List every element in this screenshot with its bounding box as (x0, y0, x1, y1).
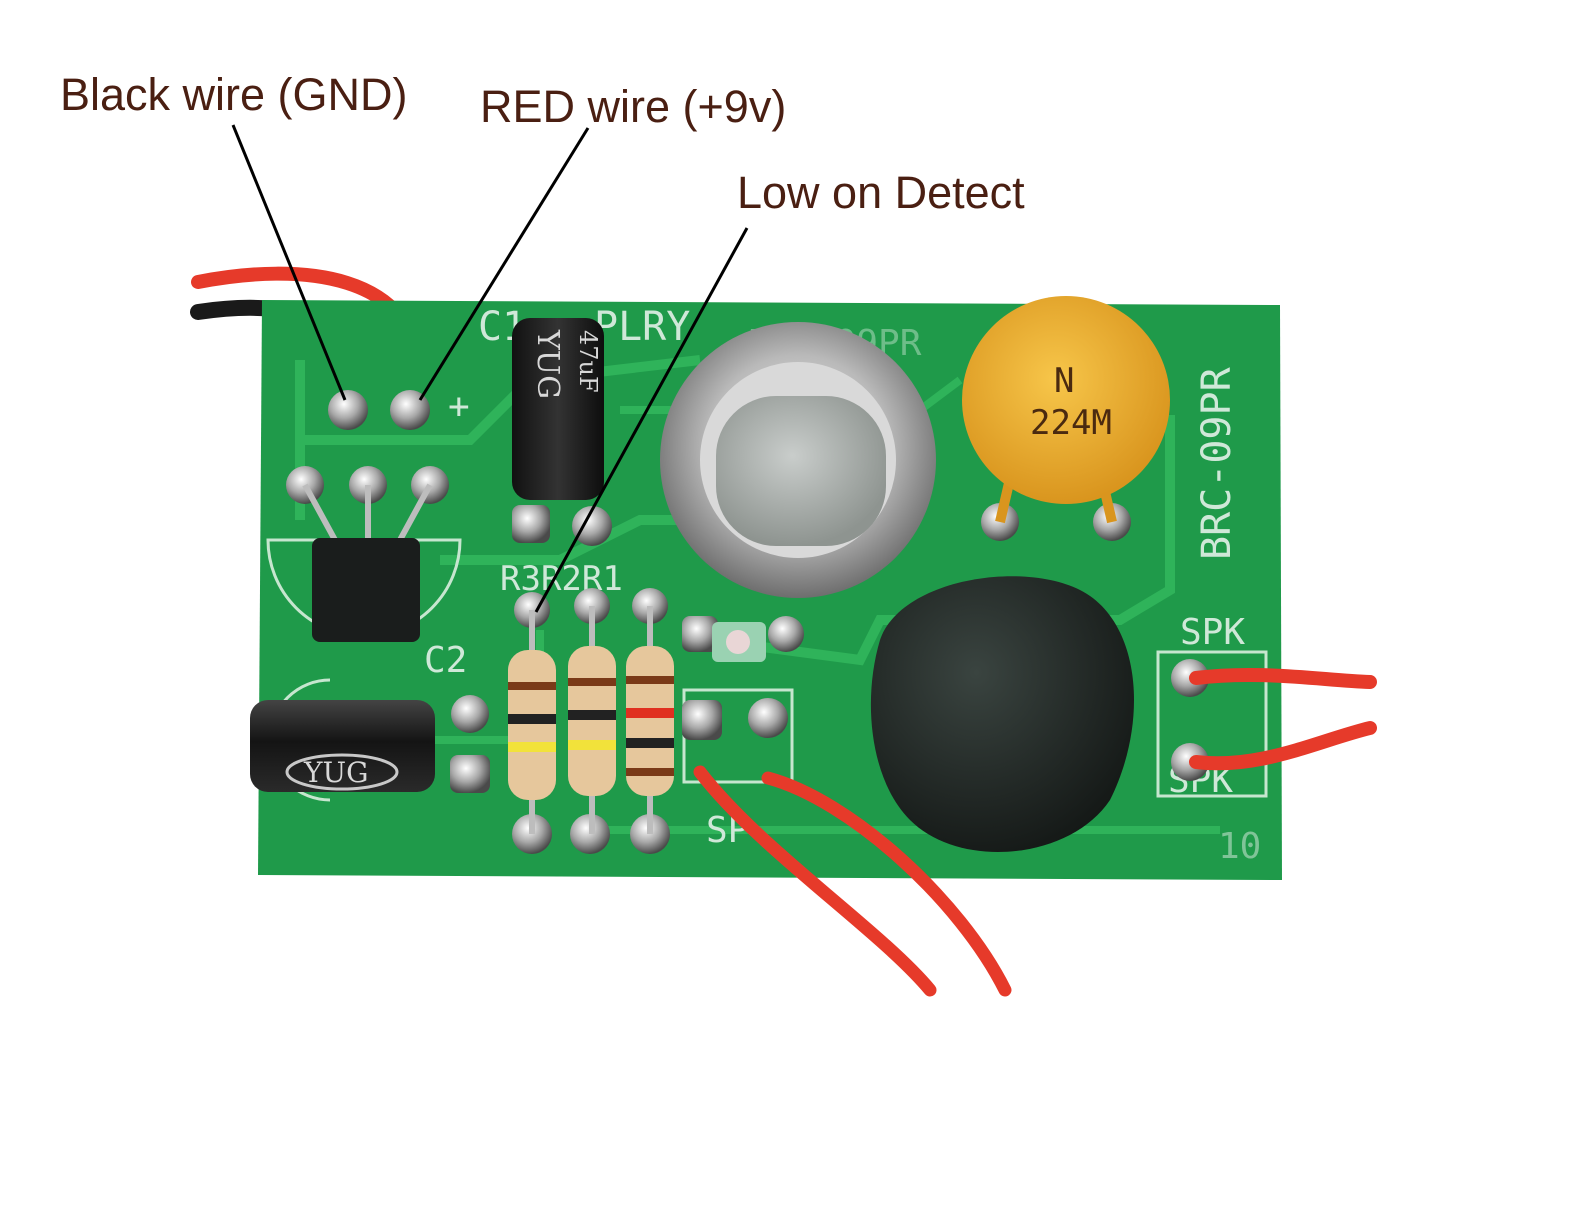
pointer-black-wire (231, 124, 347, 401)
callout-red-wire-9v: RED wire (+9v) (480, 81, 787, 132)
led (712, 622, 766, 662)
cap-c1-brand: YUG (530, 329, 565, 399)
callout-black-wire-gnd: Black wire (GND) (60, 69, 408, 120)
cap-c2-brand: YUG (303, 756, 368, 789)
cap-c1-value: 47uF (574, 330, 602, 393)
ceramic-cap-line1: N (1054, 361, 1074, 401)
label-c2: C2 (424, 640, 467, 681)
label-spk-top: SPK (1180, 612, 1245, 653)
transistor (302, 483, 433, 642)
callout-pointer-lines (231, 124, 749, 613)
push-button-sensor (660, 322, 936, 598)
solder-pads (286, 390, 1209, 854)
electrolytic-capacitor-c2: YUG (250, 700, 435, 792)
electrolytic-capacitor-c1: YUG 47uF (512, 318, 604, 500)
label-plus: + (448, 386, 470, 427)
label-number: 10 (1218, 826, 1261, 867)
ceramic-capacitor: N 224M (962, 296, 1170, 524)
callout-low-on-detect: Low on Detect (737, 167, 1025, 218)
speaker-wires (693, 667, 1377, 997)
label-board-id: BRC-09PR (1194, 366, 1240, 560)
label-plry: PLRY (594, 304, 690, 350)
ceramic-cap-line2: 224M (1030, 403, 1112, 443)
pointer-red-wire (418, 127, 590, 401)
resistors (508, 606, 674, 834)
epoxy-blob-ic (870, 576, 1134, 853)
pointer-low-on-detect (534, 227, 749, 613)
